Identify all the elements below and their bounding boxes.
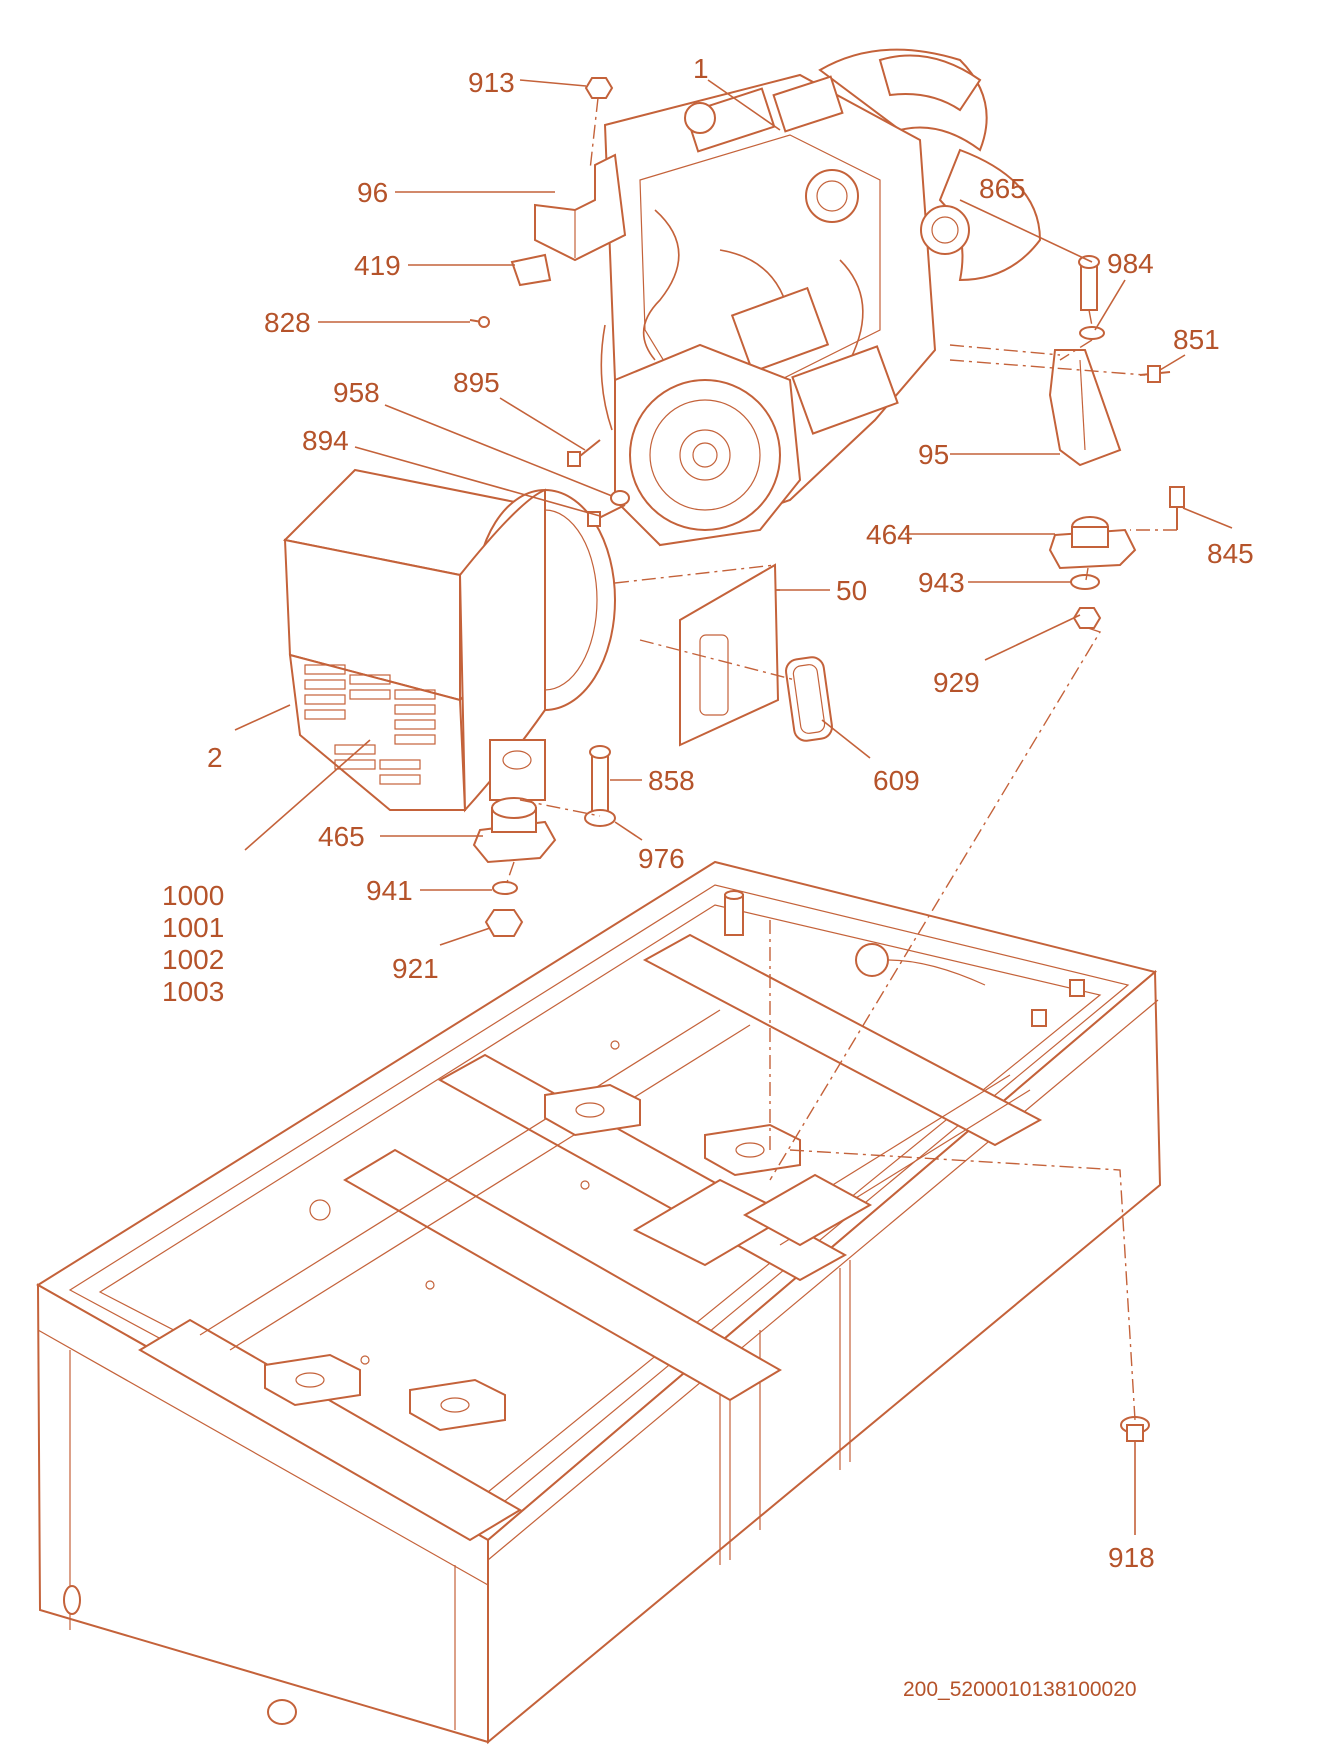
callout-1000: 1000 <box>162 880 224 911</box>
callout-419: 419 <box>354 250 401 281</box>
callout-943: 943 <box>918 567 965 598</box>
callout-464: 464 <box>866 519 913 550</box>
callout-929: 929 <box>933 667 980 698</box>
callout-921: 921 <box>392 953 439 984</box>
alternator-assembly <box>282 468 616 813</box>
adapter-plate <box>679 563 780 747</box>
washer-943 <box>1070 574 1100 590</box>
engine-assembly <box>600 48 1042 547</box>
assembly-centerlines <box>505 97 1177 1421</box>
callout-609: 609 <box>873 765 920 796</box>
callout-941: 941 <box>366 875 413 906</box>
callout-50: 50 <box>836 575 867 606</box>
bolt-865 <box>1078 255 1100 311</box>
drawing-code: 200_5200010138100020 <box>903 1678 1137 1701</box>
washer-984 <box>1079 326 1105 340</box>
callout-913: 913 <box>468 67 515 98</box>
callout-465: 465 <box>318 821 365 852</box>
callout-95: 95 <box>918 439 949 470</box>
callout-851: 851 <box>1173 324 1220 355</box>
washer-941 <box>492 881 518 895</box>
callout-958: 958 <box>333 377 380 408</box>
leader-lines <box>234 79 1233 1535</box>
callout-2: 2 <box>207 742 223 773</box>
lifting-bracket-96 <box>534 153 627 262</box>
callout-894: 894 <box>302 425 349 456</box>
callout-845: 845 <box>1207 538 1254 569</box>
callout-1: 1 <box>693 53 709 84</box>
mount-465 <box>472 797 557 864</box>
bolt-895 <box>567 439 601 467</box>
mount-464 <box>1048 516 1137 570</box>
nut-921 <box>484 909 524 937</box>
bolt-845 <box>1169 486 1185 530</box>
callout-976: 976 <box>638 843 685 874</box>
bolt-851 <box>1139 365 1171 383</box>
screw-828 <box>469 316 490 328</box>
callout-1003: 1003 <box>162 976 224 1007</box>
callout-858: 858 <box>648 765 695 796</box>
engine-foot-95 <box>1048 349 1122 467</box>
callout-865: 865 <box>979 173 1026 204</box>
callout-96: 96 <box>357 177 388 208</box>
callout-1002: 1002 <box>162 944 224 975</box>
callout-918: 918 <box>1108 1542 1155 1573</box>
bolt-894 <box>587 504 626 527</box>
bolt-918 <box>1120 1416 1150 1442</box>
gasket-ring <box>785 656 833 742</box>
washer-958 <box>610 490 630 506</box>
nut-913 <box>584 77 614 99</box>
callout-1001: 1001 <box>162 912 224 943</box>
washer-976 <box>584 809 616 827</box>
callout-984: 984 <box>1107 248 1154 279</box>
nut-929 <box>1072 607 1102 629</box>
callout-labels: 913 1 96 865 419 984 828 851 958 895 894… <box>162 53 1254 1701</box>
clamp-419 <box>510 253 552 287</box>
callout-828: 828 <box>264 307 311 338</box>
base-frame <box>36 860 1162 1745</box>
callout-895: 895 <box>453 367 500 398</box>
